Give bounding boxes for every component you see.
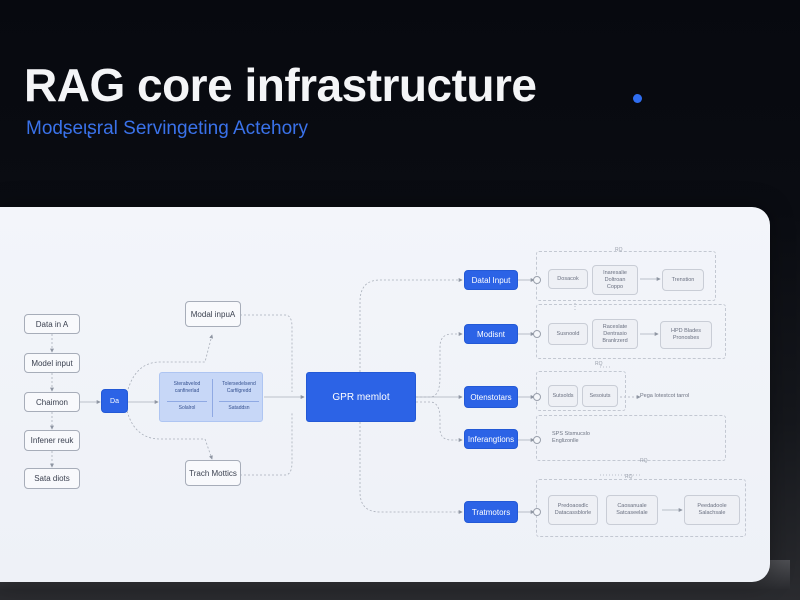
- detail-r1-c[interactable]: Trenstion: [662, 269, 704, 291]
- right-node-tratmotors[interactable]: Tratmotors: [464, 501, 518, 523]
- diagram-panel: Data in A Model input Chaimon Infener re…: [0, 207, 770, 582]
- detail-r1-b[interactable]: Inaresalie Doltroan Coppo: [592, 265, 638, 295]
- aggregate-right-rule: [219, 401, 259, 402]
- aggregate-right-bottom: Sataddsn: [228, 405, 250, 411]
- right-node-inferangtions[interactable]: Inferangtions: [464, 429, 518, 449]
- trach-metrics-node[interactable]: Trach Mottics: [185, 460, 241, 486]
- aggregate-right-top: Tolersedelsend Carfilgredd: [222, 381, 256, 394]
- connector-lines: [50, 277, 683, 514]
- tick-label-1: RQ: [615, 247, 623, 253]
- left-node-chaimon[interactable]: Chaimon: [24, 392, 80, 412]
- detail-circle-1: [533, 276, 541, 284]
- detail-circle-2: [533, 330, 541, 338]
- page-subtitle: Modʂeιʂral Servingeting Actehory: [26, 118, 308, 139]
- detail-r2-b[interactable]: Raceslate Dentrasio Branlrzerd: [592, 319, 638, 349]
- aggregate-left-rule: [167, 401, 207, 402]
- model-input-node[interactable]: Modal inpuA: [185, 301, 241, 327]
- detail-r3-a[interactable]: Sutsolds: [548, 385, 578, 407]
- detail-r1-a[interactable]: Dosacok: [548, 269, 588, 289]
- detail-r5-a[interactable]: Predoaosdlc Datacassblorle: [548, 495, 598, 525]
- detail-circle-3: [533, 393, 541, 401]
- aggregate-left-top: Sterabvelod canfinerlad: [173, 381, 201, 394]
- title-dot: [633, 94, 642, 103]
- right-node-otenstotars[interactable]: Otenstotars: [464, 386, 518, 408]
- left-node-data-in[interactable]: Data in A: [24, 314, 80, 334]
- right-node-datal-input[interactable]: Datal Input: [464, 270, 518, 290]
- aggregate-block[interactable]: Sterabvelod canfinerlad Solalrol Tolerse…: [159, 372, 263, 422]
- detail-r5-c[interactable]: Peedadoole Salachsale: [684, 495, 740, 525]
- aggregate-left-bottom: Solalrol: [178, 405, 196, 411]
- hub-node[interactable]: Da: [101, 389, 128, 413]
- left-node-infener[interactable]: Infener reuk: [24, 430, 80, 451]
- detail-r5-b[interactable]: Caosanuale Satcaseelale: [606, 495, 658, 525]
- left-node-model-input[interactable]: Model input: [24, 353, 80, 373]
- detail-circle-4: [533, 436, 541, 444]
- detail-r3-c: Pega Iotestcot tarrol: [640, 393, 690, 399]
- tick-label-2: RQ: [595, 361, 603, 367]
- tick-label-3: RQ: [640, 458, 648, 464]
- aggregate-divider: [212, 379, 213, 417]
- left-node-sata[interactable]: Sata diots: [24, 468, 80, 489]
- detail-r3-b[interactable]: Sesoiuts: [582, 385, 618, 407]
- right-node-modisnt[interactable]: Modisnt: [464, 324, 518, 344]
- detail-circle-5: [533, 508, 541, 516]
- tick-label-4: RQ: [625, 474, 633, 480]
- center-node[interactable]: GPR memlot: [306, 372, 416, 422]
- detail-r2-c[interactable]: HPD Blades Pronosbes: [660, 321, 712, 349]
- detail-r4-a: SPS Stsmucslo Englizonlle: [552, 431, 590, 444]
- detail-group-3: [536, 371, 626, 411]
- detail-r2-a[interactable]: Susnoold: [548, 323, 588, 345]
- page-title: RAG core infrastructure: [24, 59, 537, 111]
